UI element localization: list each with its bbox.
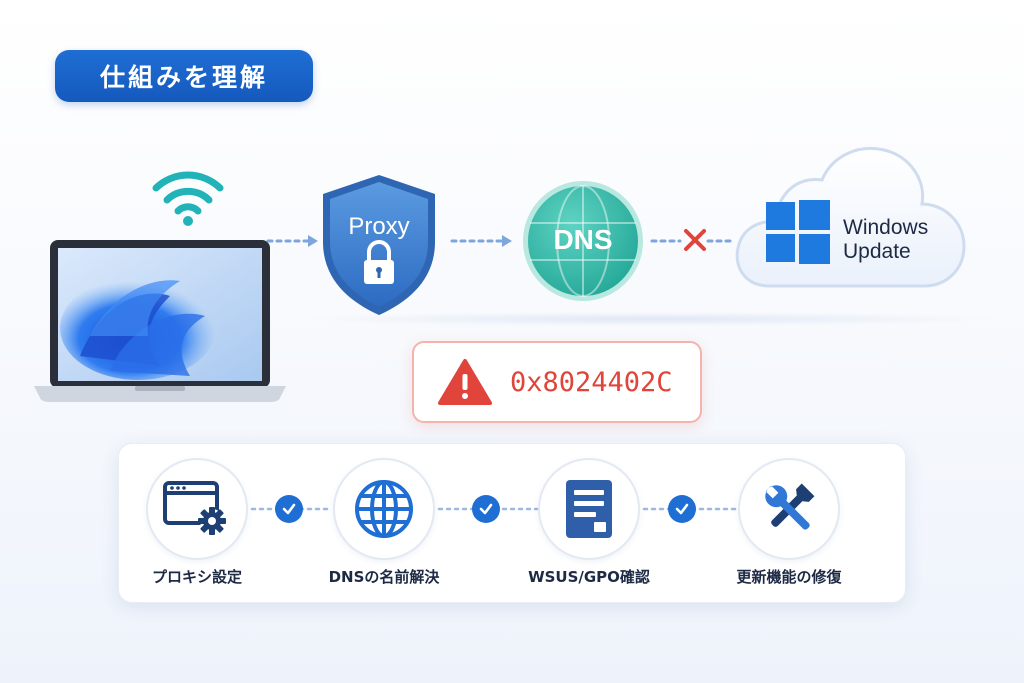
- wifi-icon: [152, 171, 224, 226]
- step-label-proxy: プロキシ設定: [151, 568, 242, 586]
- proxy-shield-icon: [323, 175, 435, 315]
- step-circle-repair: [738, 458, 840, 560]
- window-gear-icon: [163, 481, 226, 535]
- error-code: 0x8024402C: [510, 366, 673, 398]
- flow-arrow: [450, 235, 512, 247]
- windows-update-line1: Windows: [843, 216, 929, 239]
- step-label-dns: DNSの名前解決: [328, 568, 440, 586]
- blocked-connection: [650, 229, 736, 251]
- windows-update-label: Windows Update: [843, 216, 928, 264]
- step-label-wsus: WSUS/GPO確認: [528, 568, 650, 586]
- tools-icon: [765, 483, 815, 530]
- page-title: 仕組みを理解: [55, 50, 313, 102]
- floor-shadow: [300, 312, 1000, 326]
- check-icon: [472, 495, 500, 523]
- dns-globe-icon: [523, 181, 643, 301]
- step-circle-dns: [333, 458, 435, 560]
- warning-icon: [438, 359, 492, 405]
- document-icon: [566, 480, 612, 538]
- step-circle-wsus: [538, 458, 640, 560]
- windows-update-line2: Update: [843, 240, 911, 263]
- error-box: 0x8024402C: [412, 341, 702, 423]
- x-mark-icon: [684, 229, 706, 251]
- check-icon: [275, 495, 303, 523]
- step-circle-proxy: [146, 458, 248, 560]
- flow-arrow: [266, 235, 318, 247]
- dns-label: DNS: [553, 224, 613, 255]
- globe-icon: [355, 480, 413, 538]
- laptop-icon: [34, 240, 286, 402]
- proxy-label: Proxy: [348, 213, 410, 240]
- step-label-repair: 更新機能の修復: [736, 568, 842, 586]
- check-icon: [668, 495, 696, 523]
- windows-logo-icon: [766, 200, 830, 264]
